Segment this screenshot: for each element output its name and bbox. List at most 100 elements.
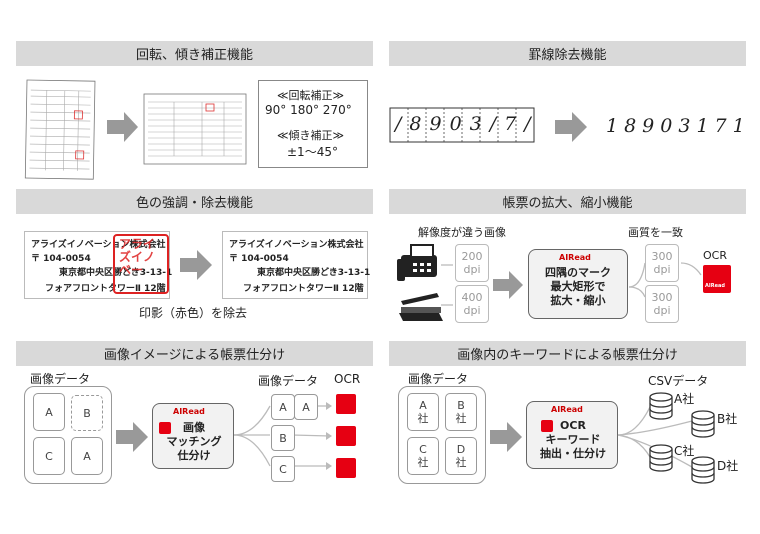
- output-b: B社: [717, 412, 738, 426]
- scale-engine-line-1: 四隅のマーク: [545, 266, 611, 279]
- image-sort-source-label: 画像データ: [30, 372, 91, 386]
- company-name-before: アライズイノベーション株式会社: [31, 240, 166, 250]
- color-doc-before: アライズイノベーション株式会社 〒 104-0054 東京都中央区勝どき3-13…: [24, 231, 173, 299]
- keyword-sort-source: A 社 B 社 C 社 D 社: [398, 386, 486, 484]
- building-after: フォアフロントタワーⅡ 12階: [243, 284, 364, 294]
- ocr-icon-c: [336, 458, 356, 478]
- dpi-in-200-value: 200: [461, 250, 483, 263]
- header-color: 色の強調・除去機能: [16, 189, 373, 214]
- header-keyword-sort-text: 画像内のキーワードによる帳票仕分け: [457, 348, 678, 363]
- ktile-b: B 社: [445, 393, 477, 431]
- dpi-in-200-unit: dpi: [463, 263, 481, 276]
- image-sort-engine-line-1: 画像: [183, 421, 205, 434]
- ocr-icon: AIRead: [703, 265, 731, 293]
- image-sort-logo: AIRead: [173, 407, 205, 416]
- building-before: フォアフロントタワーⅡ 12階: [45, 284, 166, 294]
- header-rotation: 回転、傾き補正機能: [16, 41, 373, 66]
- out-a1: A: [271, 394, 295, 420]
- ocr-icon-b: [336, 426, 356, 446]
- scale-right-label: 画質を一致: [628, 226, 683, 239]
- out-b: B: [271, 425, 295, 451]
- header-image-sort-text: 画像イメージによる帳票仕分け: [103, 348, 286, 363]
- header-scale: 帳票の拡大、縮小機能: [389, 189, 746, 214]
- ktile-c: C 社: [407, 437, 439, 475]
- image-sort-connectors: [233, 402, 332, 470]
- skew-values: ±1〜45°: [287, 145, 338, 159]
- dpi-out-2-value: 300: [651, 291, 673, 304]
- company-name-after: アライズイノベーション株式会社: [229, 240, 364, 250]
- rotate-values: 90° 180° 270°: [265, 103, 352, 117]
- color-doc-after: アライズイノベーション株式会社 〒 104-0054 東京都中央区勝どき3-13…: [222, 231, 371, 299]
- keyword-sort-engine-line-1: OCR: [560, 419, 586, 432]
- postal-before: 〒 104-0054: [31, 254, 91, 264]
- dpi-out-1-unit: dpi: [653, 263, 671, 276]
- image-sort-engine-icon: [159, 422, 171, 434]
- arrow-ruled: [555, 112, 587, 142]
- red-stamp: アライズイノベー: [113, 234, 169, 294]
- image-sort-engine-line-2: マッチング: [166, 435, 222, 448]
- tile-a2: A: [71, 437, 103, 475]
- address-after: 東京都中央区勝どき3-13-1: [257, 268, 371, 278]
- scale-engine-line-2: 最大矩形で: [550, 280, 606, 293]
- keyword-sort-engine-line-3: 抽出・仕分け: [540, 447, 606, 460]
- corrected-document: [143, 93, 247, 165]
- arrow-rotation: [107, 112, 138, 142]
- arrow-image-sort: [116, 422, 148, 452]
- image-sort-output-label: 画像データ: [258, 374, 319, 388]
- ocr-icon-a: [336, 394, 356, 414]
- postal-after: 〒 104-0054: [229, 254, 289, 264]
- scale-engine-text: 四隅のマーク 最大矩形で 拡大・縮小: [535, 266, 621, 308]
- fax-icon: [397, 244, 437, 281]
- header-ruled-text: 罫線除去機能: [528, 48, 607, 63]
- scale-engine-line-3: 拡大・縮小: [550, 294, 606, 307]
- address-before: 東京都中央区勝どき3-13-1: [59, 268, 173, 278]
- keyword-sort-engine: AIRead OCR キーワード 抽出・仕分け: [526, 401, 618, 469]
- skew-title: ≪傾き補正≫: [277, 129, 345, 142]
- image-sort-source: A B C A: [24, 386, 112, 484]
- keyword-sort-engine-icon: [541, 420, 553, 432]
- keyword-sort-graphics: [617, 392, 715, 484]
- out-c: C: [271, 456, 295, 482]
- arrow-scale: [493, 271, 523, 299]
- header-rotation-text: 回転、傾き補正機能: [135, 48, 253, 63]
- scale-engine: AIRead 四隅のマーク 最大矩形で 拡大・縮小: [528, 249, 628, 319]
- ruled-digits-after: 18903171: [606, 115, 751, 137]
- keyword-sort-engine-text: OCR キーワード 抽出・仕分け: [531, 419, 615, 461]
- scale-graphics: [397, 244, 702, 321]
- output-c: C社: [674, 444, 695, 458]
- output-a: A社: [674, 392, 695, 406]
- keyword-sort-engine-line-2: キーワード: [545, 433, 601, 446]
- tile-b1: B: [71, 395, 103, 431]
- dpi-out-2-unit: dpi: [653, 304, 671, 317]
- scale-ocr-label: OCR: [703, 249, 727, 262]
- keyword-sort-logo: AIRead: [551, 405, 583, 414]
- arrow-keyword-sort: [490, 422, 522, 452]
- tile-c1: C: [33, 437, 65, 475]
- dpi-in-400-unit: dpi: [463, 304, 481, 317]
- database-icons: [649, 392, 715, 484]
- scale-left-label: 解像度が違う画像: [418, 226, 506, 239]
- arrow-color: [180, 250, 212, 280]
- ocr-icon-text: AIRead: [705, 283, 725, 289]
- skewed-document: [24, 79, 96, 180]
- header-scale-text: 帳票の拡大、縮小機能: [502, 196, 633, 211]
- ruled-digits-before: /8903/7/: [395, 113, 539, 135]
- header-image-sort: 画像イメージによる帳票仕分け: [16, 341, 373, 366]
- dpi-out-1-value: 300: [651, 250, 673, 263]
- image-sort-ocr-label: OCR: [334, 372, 361, 386]
- ruled-grid: [389, 107, 535, 143]
- keyword-sort-source-label: 画像データ: [408, 372, 469, 386]
- rotation-graphics: [24, 79, 247, 180]
- out-a2: A: [294, 394, 318, 420]
- color-caption: 印影（赤色）を除去: [139, 306, 248, 320]
- csv-label: CSVデータ: [648, 374, 709, 388]
- header-color-text: 色の強調・除去機能: [135, 196, 253, 211]
- rotate-title: ≪回転補正≫: [277, 89, 345, 102]
- ktile-a: A 社: [407, 393, 439, 431]
- stamp-text: アライズイノベー: [119, 237, 156, 277]
- ruled-form: /8903/7/: [389, 107, 535, 143]
- image-sort-engine-line-3: 仕分け: [177, 449, 211, 462]
